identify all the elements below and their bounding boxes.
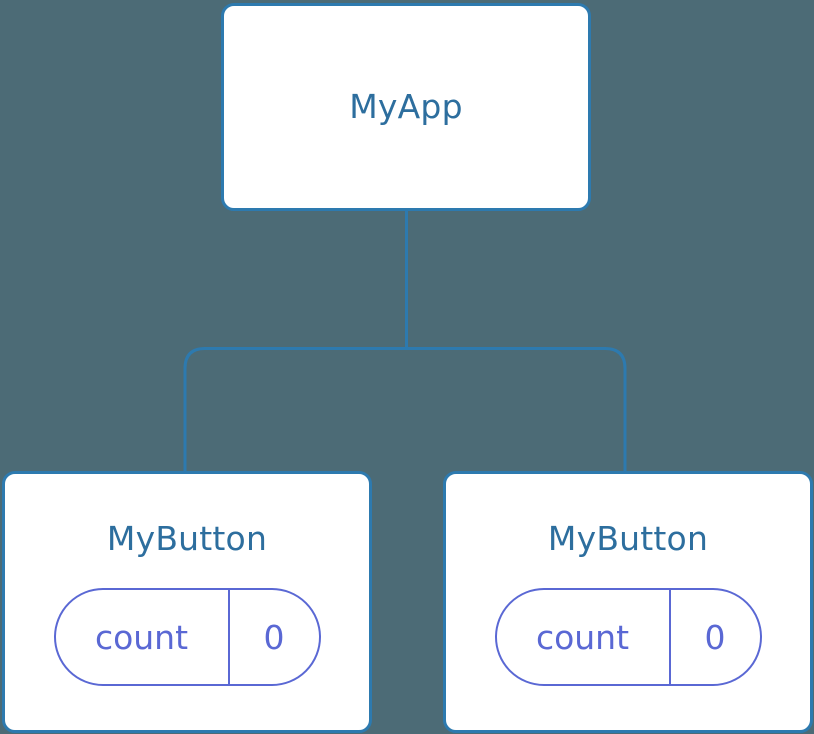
- state-value: 0: [704, 617, 726, 657]
- state-value: 0: [263, 617, 285, 657]
- node-title: MyButton: [547, 519, 709, 558]
- edge-root-to-child-1: [406, 347, 627, 472]
- node-mybutton-0[interactable]: MyButton count 0: [2, 471, 372, 733]
- node-title: MyApp: [349, 86, 463, 126]
- state-pill[interactable]: count 0: [53, 588, 321, 686]
- state-key: count: [56, 590, 230, 684]
- state-key: count: [497, 590, 671, 684]
- edge-root-to-child-0: [183, 347, 407, 472]
- node-mybutton-1[interactable]: MyButton count 0: [443, 471, 813, 733]
- node-title: MyButton: [106, 519, 268, 558]
- node-myapp[interactable]: MyApp: [221, 3, 591, 211]
- state-pill[interactable]: count 0: [494, 588, 762, 686]
